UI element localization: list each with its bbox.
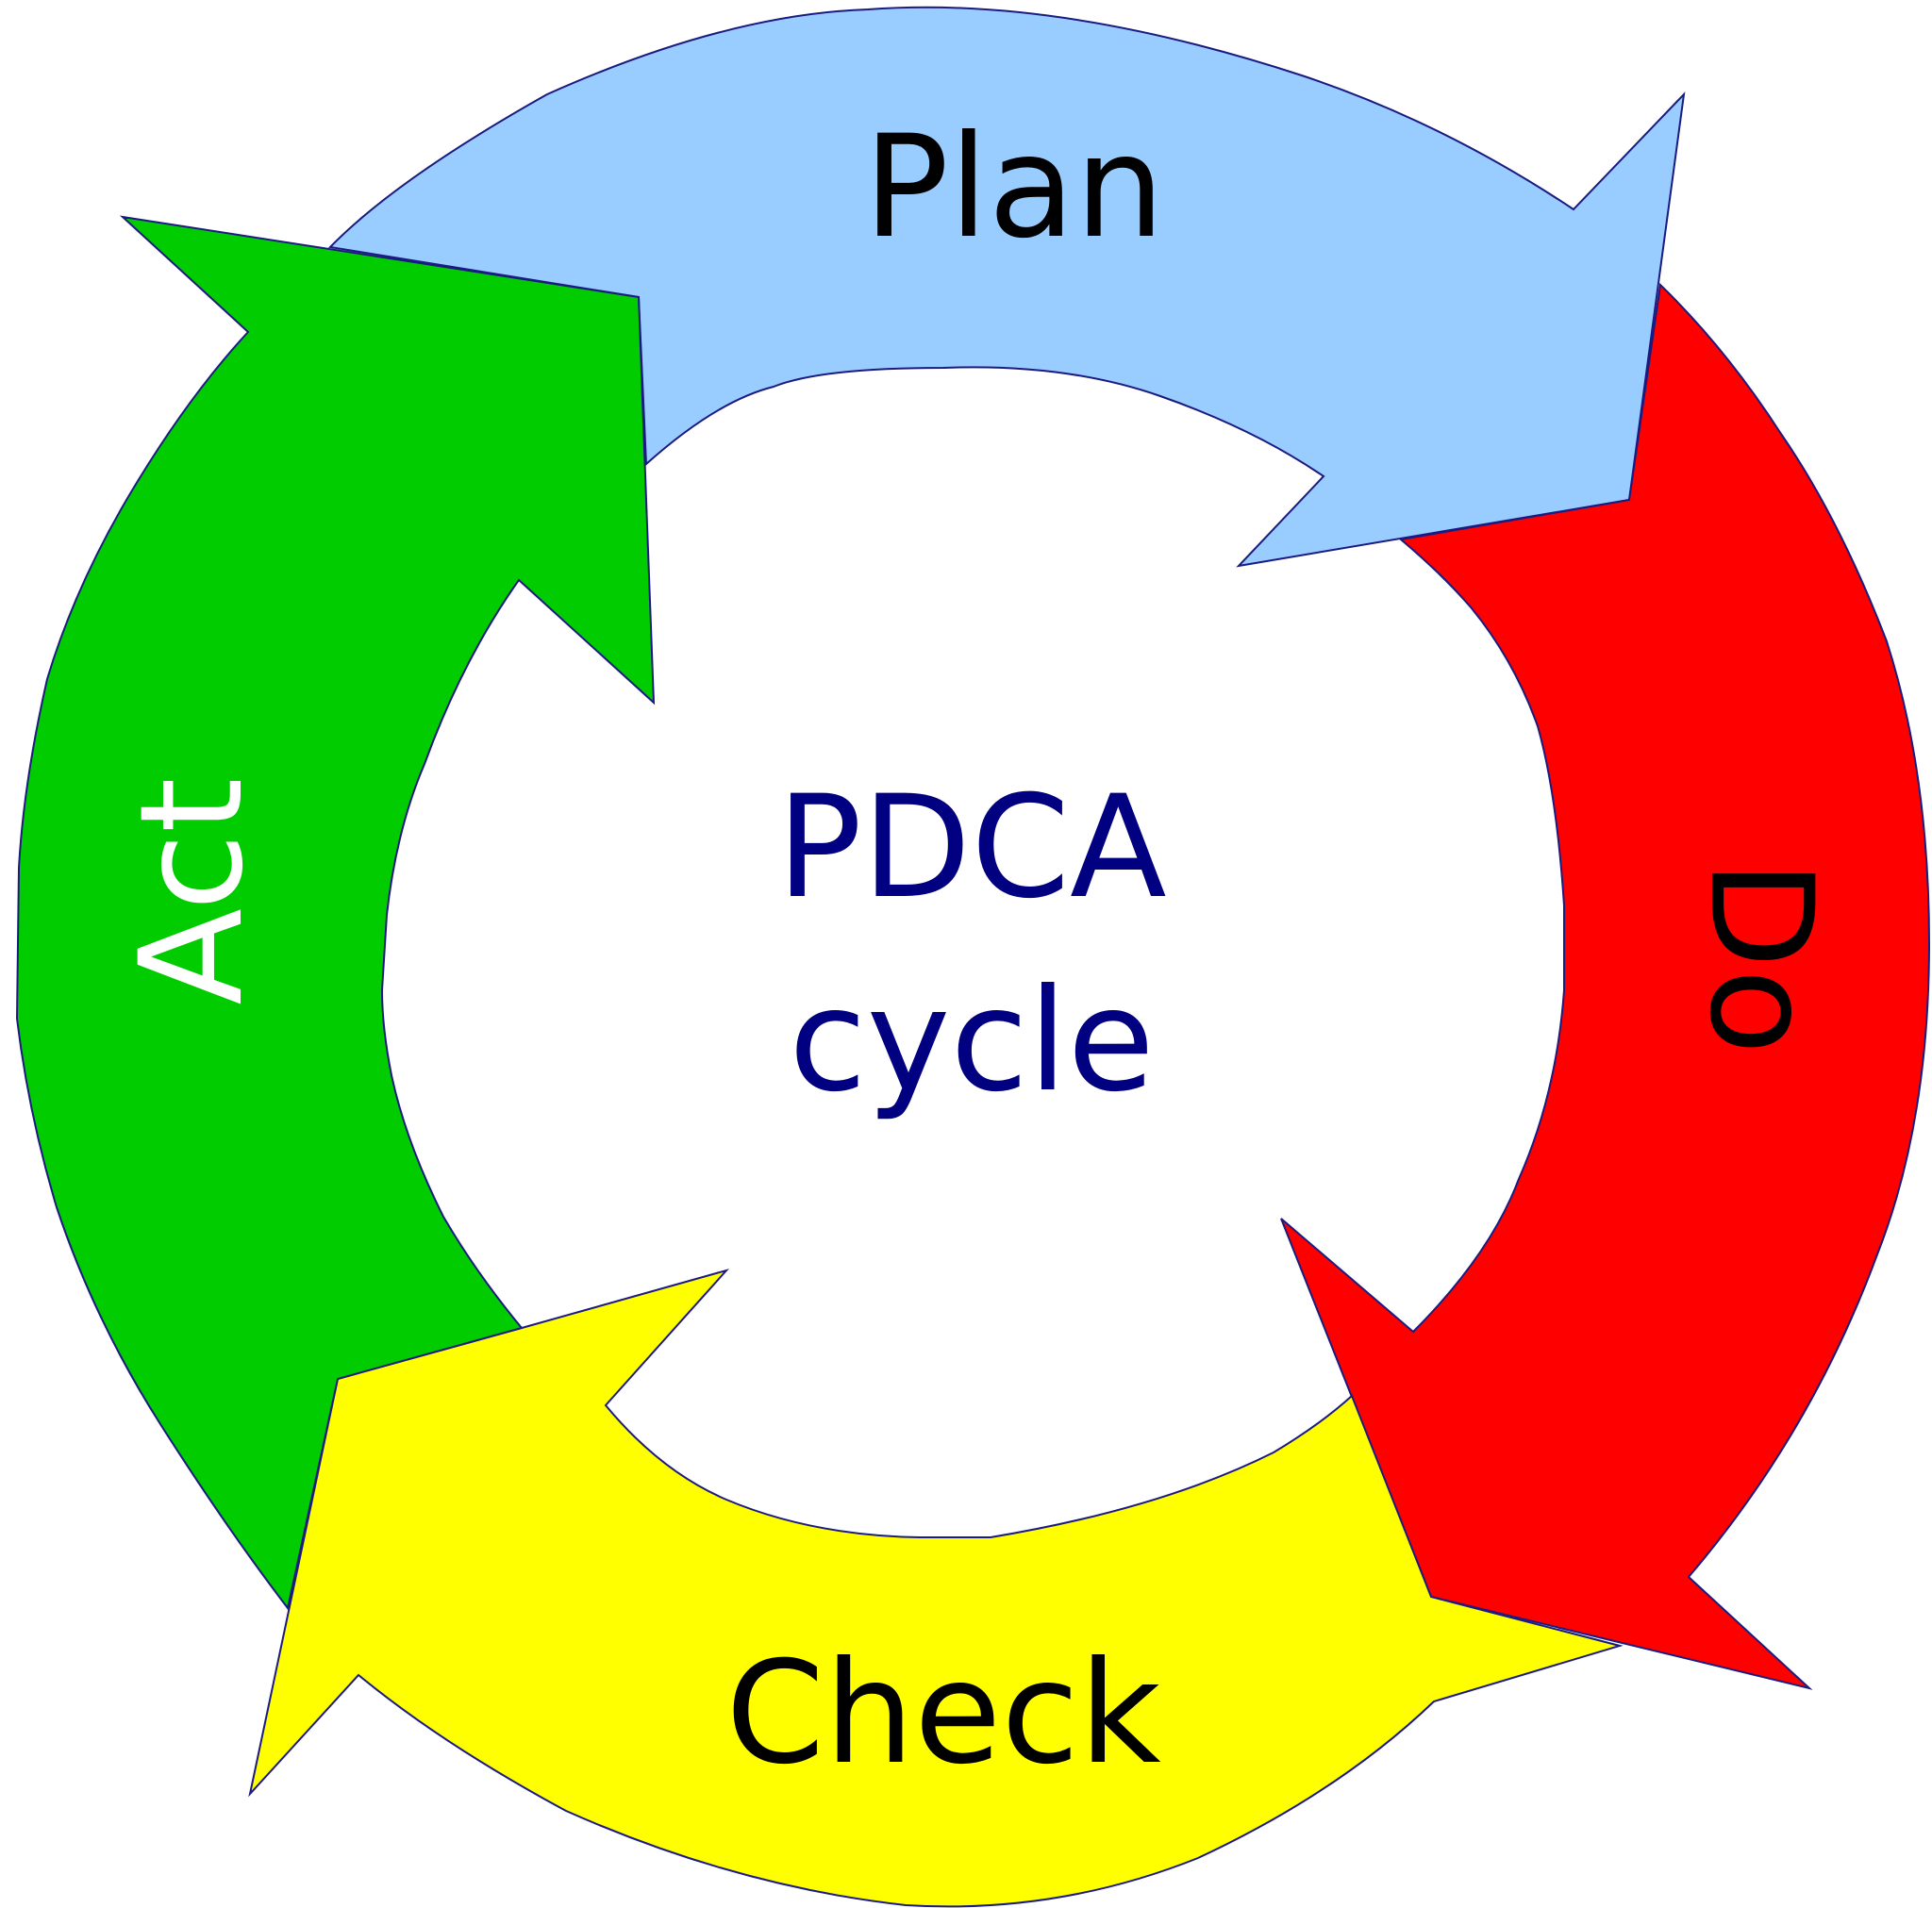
check-label: Check <box>725 1632 1161 1796</box>
do-label: Do <box>1678 859 1842 1054</box>
act-arrow <box>15 215 656 1611</box>
plan-arrow <box>327 6 1686 568</box>
act-label: Act <box>110 777 275 1004</box>
center-label-line2: cycle <box>789 959 1155 1123</box>
center-label-line1: PDCA <box>776 766 1166 930</box>
do-arrow <box>1280 282 1931 1690</box>
check-arrow <box>248 1269 1624 1908</box>
plan-label: Plan <box>863 106 1164 270</box>
